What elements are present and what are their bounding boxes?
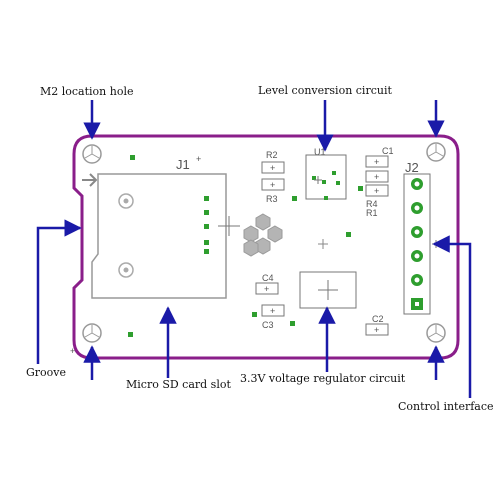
svg-text:+: + [270,180,275,190]
j2-header [403,173,431,315]
r4-footprint [365,170,389,183]
sd-pad-top [118,193,134,209]
j2-pins [411,178,423,310]
r3-label: R3 [266,194,278,204]
center-cross [218,216,240,236]
c2-label: C2 [372,314,384,324]
mount-hole-bottom-right [426,323,446,343]
svg-text:+: + [70,346,75,356]
c4-footprint [255,282,279,295]
j1-label: J1 [176,157,190,172]
label-control-interface: Control interface [398,400,494,413]
u1-pads [290,171,363,326]
mount-hole-bottom-left [82,323,102,343]
svg-text:+: + [374,325,379,335]
svg-text:+: + [374,186,379,196]
groove-indicator-icon [82,173,98,187]
c1-footprint [365,155,389,168]
svg-text:+: + [270,163,275,173]
c2-footprint [365,323,389,336]
svg-text:+: + [270,306,275,316]
label-m2-location-hole: M2 location hole [40,85,134,98]
c4-label: C4 [262,273,274,283]
r1-label: R1 [366,208,378,218]
r2-footprint [261,161,285,174]
callout-arrows [36,100,472,398]
r2-label: R2 [266,150,278,160]
label-regulator: 3.3V voltage regulator circuit [240,372,406,385]
sd-slot-footprint [91,173,227,299]
label-micro-sd-slot: Micro SD card slot [126,378,231,391]
sd-pad-bottom [118,262,134,278]
c3-label: C3 [262,320,274,330]
r4-label: R4 [366,199,378,209]
svg-text:+: + [196,154,201,164]
c3-footprint [261,304,285,317]
label-groove: Groove [26,366,66,379]
c1-label: C1 [382,146,394,156]
svg-text:+: + [264,284,269,294]
label-level-conversion: Level conversion circuit [258,84,392,97]
hex-pads [243,213,283,257]
u1-label: U1 [314,147,326,157]
r3-footprint [261,178,285,191]
svg-text:+: + [374,172,379,182]
mount-hole-top-right [426,142,446,162]
j2-label: J2 [405,160,419,175]
mount-hole-top-left [82,144,102,164]
r1-footprint [365,184,389,197]
svg-text:+: + [374,157,379,167]
sd-pin-pads [128,155,209,337]
